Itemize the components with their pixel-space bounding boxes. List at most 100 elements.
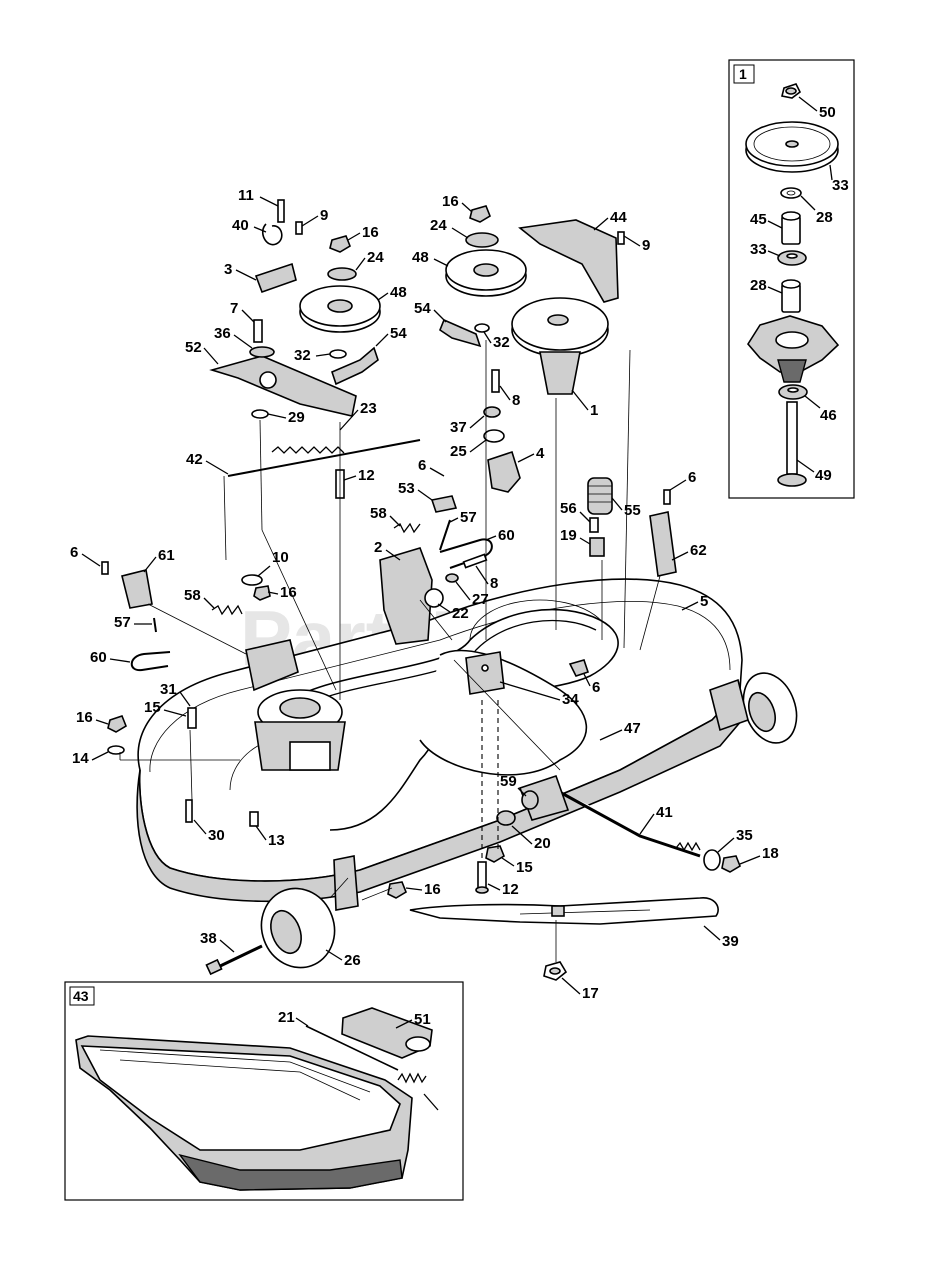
gauge-wheel-right xyxy=(709,672,798,744)
screw-6-right xyxy=(663,489,671,505)
washer-35 xyxy=(703,849,721,871)
idler-mount-bracket-34 xyxy=(465,651,505,695)
label-36: 36 xyxy=(214,325,231,342)
label-4: 4 xyxy=(536,445,545,462)
label-37: 37 xyxy=(450,419,467,436)
label-52: 52 xyxy=(185,339,202,356)
label-44: 44 xyxy=(610,209,627,226)
spindle-inset: 1 xyxy=(728,59,855,499)
bolt-13 xyxy=(249,811,259,827)
label-15-a: 15 xyxy=(144,699,161,716)
label-57-a: 57 xyxy=(460,509,477,526)
nut-6-deck xyxy=(568,659,590,677)
nut-18 xyxy=(721,855,741,873)
label-18: 18 xyxy=(762,845,779,862)
label-57-b: 57 xyxy=(114,614,131,631)
label-48-b: 48 xyxy=(412,249,429,266)
label-23: 23 xyxy=(360,400,377,417)
washer-10 xyxy=(241,574,263,586)
label-15-b: 15 xyxy=(516,859,533,876)
label-28-upper: 33 xyxy=(750,241,767,258)
label-6-d: 6 xyxy=(592,679,600,696)
label-16-a: 16 xyxy=(362,224,379,241)
bolt-12-lower xyxy=(475,861,489,894)
label-62: 62 xyxy=(690,542,707,559)
label-32-b: 32 xyxy=(493,334,510,351)
drive-belt xyxy=(289,608,619,831)
label-50: 33 xyxy=(832,177,849,194)
label-39: 39 xyxy=(722,933,739,950)
label-60-a: 60 xyxy=(498,527,515,544)
fitting-19 xyxy=(589,537,605,557)
label-45: 28 xyxy=(816,209,833,226)
label-53: 53 xyxy=(398,480,415,497)
nut-15-lower xyxy=(485,845,505,863)
bolt-56 xyxy=(589,517,599,533)
spindle-inset-tag: 1 xyxy=(739,66,747,82)
label-21: 51 xyxy=(414,1011,431,1028)
label-16-c: 16 xyxy=(280,584,297,601)
label-30: 30 xyxy=(208,827,225,844)
label-16-e: 16 xyxy=(424,881,441,898)
label-12-b: 12 xyxy=(502,881,519,898)
deflector-inset-tag: 43 xyxy=(73,988,89,1004)
spindle-bearing-spacer-upper xyxy=(781,211,801,245)
spindle-shaft xyxy=(777,401,807,487)
label-49: 21 xyxy=(278,1009,295,1026)
idler-pulley-assembly-center xyxy=(439,205,527,493)
label-2: 2 xyxy=(374,539,382,556)
label-16-b: 16 xyxy=(442,193,459,210)
label-26: 26 xyxy=(344,952,361,969)
label-35: 35 xyxy=(736,827,753,844)
label-11: 11 xyxy=(238,187,254,204)
deflector-inset-tag-box xyxy=(69,986,95,1006)
label-40: 40 xyxy=(232,217,249,234)
wheel-bolt-38 xyxy=(205,944,263,976)
label-32-a: 32 xyxy=(294,347,311,364)
label-41: 41 xyxy=(656,804,673,821)
label-42: 42 xyxy=(186,451,203,468)
label-58-b: 58 xyxy=(184,587,201,604)
label-5: 5 xyxy=(700,593,708,610)
label-29: 29 xyxy=(288,409,305,426)
discharge-deflector xyxy=(75,1035,413,1191)
deflector-inset-frame xyxy=(64,981,464,1201)
label-6-a: 6 xyxy=(418,457,426,474)
callout-labels: 11 40 9 3 16 24 48 7 36 32 54 52 29 23 4… xyxy=(70,187,779,1002)
bolt-30 xyxy=(185,799,193,823)
label-47: 47 xyxy=(624,720,641,737)
label-56: 56 xyxy=(560,500,577,517)
label-59: 59 xyxy=(500,773,517,790)
label-25: 25 xyxy=(450,443,467,460)
spindle-pulley xyxy=(745,121,839,173)
label-38: 38 xyxy=(200,930,217,947)
label-60-b: 60 xyxy=(90,649,107,666)
label-31: 31 xyxy=(160,681,177,698)
label-19: 19 xyxy=(560,527,577,544)
spindle-nut xyxy=(781,83,802,99)
label-3: 3 xyxy=(224,261,232,278)
label-14: 14 xyxy=(72,750,89,767)
label-16-d: 16 xyxy=(76,709,93,726)
label-28-lower: 46 xyxy=(820,407,837,424)
tension-spring-55 xyxy=(587,477,613,515)
label-9-right: 9 xyxy=(642,237,650,254)
label-54-a: 54 xyxy=(390,325,407,342)
label-6-b: 6 xyxy=(688,469,696,486)
spindle-housing xyxy=(747,315,840,383)
label-55: 55 xyxy=(624,502,641,519)
label-8-b: 8 xyxy=(490,575,498,592)
bolt-8-center xyxy=(462,553,488,569)
nut-16-left xyxy=(253,585,271,601)
label-13: 13 xyxy=(268,832,285,849)
label-61: 61 xyxy=(158,547,175,564)
label-48-a: 48 xyxy=(390,284,407,301)
label-10: 10 xyxy=(272,549,289,566)
label-54-b: 54 xyxy=(414,300,431,317)
label-1: 1 xyxy=(590,402,598,419)
gauge-wheel-front xyxy=(260,855,359,969)
label-33-upper: 45 xyxy=(750,211,767,228)
deflector-hinge-rod xyxy=(305,1025,399,1071)
bushing-27 xyxy=(445,573,459,583)
